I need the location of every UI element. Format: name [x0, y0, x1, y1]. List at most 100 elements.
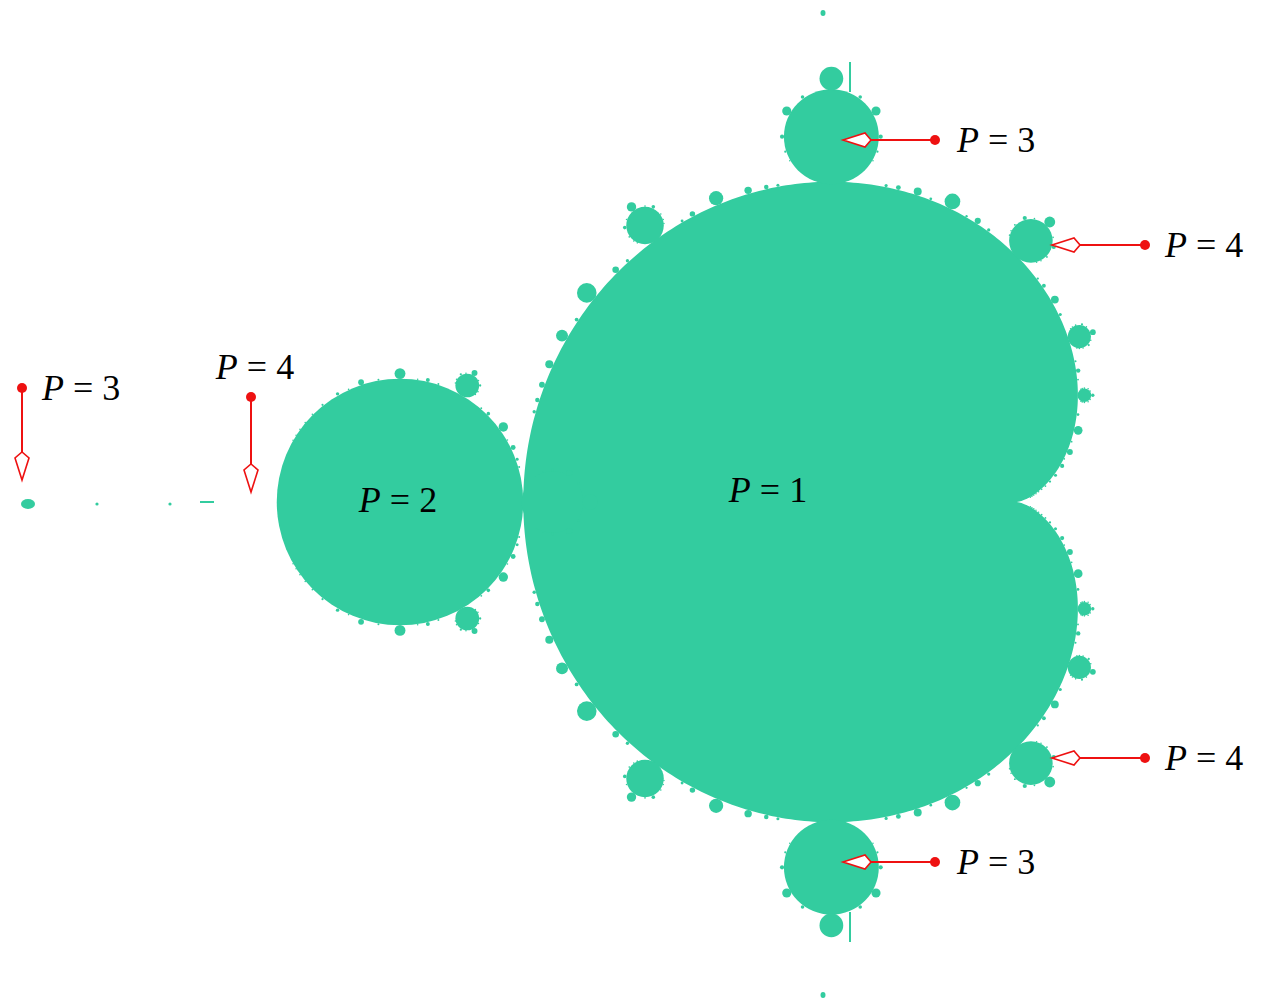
bulb: [879, 135, 883, 139]
bulb: [1070, 328, 1072, 330]
bulb: [965, 215, 967, 217]
bulb: [539, 616, 545, 622]
bulb: [1086, 676, 1088, 678]
bulb: [478, 380, 480, 382]
bulb: [1054, 474, 1057, 477]
bulb: [1060, 464, 1064, 468]
bulb: [663, 223, 665, 225]
bulb: [1079, 655, 1081, 657]
bulb: [1030, 496, 1032, 498]
bulb: [295, 434, 297, 436]
bulb: [1036, 261, 1038, 263]
bulb: [780, 135, 784, 139]
bulb: [583, 494, 598, 509]
bulb: [487, 589, 491, 593]
bulb: [542, 471, 544, 473]
bulb: [1080, 614, 1082, 616]
bulb: [1076, 347, 1078, 349]
pointer-line: [871, 861, 935, 863]
bulb: [1091, 394, 1094, 397]
pointer-dot: [1140, 753, 1150, 763]
pointer-arrow: [843, 855, 940, 869]
bulb: [479, 384, 481, 386]
bulb: [472, 628, 478, 634]
bulb: [1060, 536, 1064, 540]
bulb: [896, 185, 901, 190]
bulb: [1088, 658, 1090, 660]
bulb: [801, 905, 805, 909]
bulb: [1089, 399, 1091, 401]
bulb: [575, 683, 579, 687]
bulb: [533, 591, 536, 594]
bulb: [858, 95, 862, 99]
bulb: [577, 701, 597, 721]
bulb: [784, 151, 786, 153]
pointer-dot: [17, 383, 27, 393]
bulb: [876, 151, 878, 153]
bulb: [1078, 602, 1092, 616]
bulb: [518, 466, 520, 468]
bulb: [518, 536, 520, 538]
bulb: [1074, 360, 1076, 362]
bulb: [1051, 701, 1059, 709]
bulb: [784, 851, 786, 853]
bulb: [628, 766, 630, 768]
bulb: [1076, 368, 1080, 372]
bulb: [507, 563, 509, 565]
bulb: [636, 760, 638, 762]
bulb: [299, 574, 301, 576]
bulb: [626, 784, 628, 786]
bulb: [1052, 237, 1054, 239]
period-label: P = 4: [216, 349, 294, 385]
bulb: [1067, 549, 1073, 555]
bulb: [477, 391, 479, 393]
bulb: [539, 382, 545, 388]
bulb: [1091, 607, 1094, 610]
bulb: [1075, 324, 1077, 326]
bulb: [744, 187, 751, 194]
bulb: [426, 378, 430, 382]
bulb: [1038, 511, 1040, 513]
period-label: P = 4: [1165, 740, 1243, 776]
bulb: [1034, 218, 1036, 220]
bulb: [1084, 601, 1086, 603]
period-label: P = 3: [957, 844, 1035, 880]
bulb: [896, 814, 901, 819]
bulb: [633, 240, 635, 242]
bulb: [987, 228, 990, 231]
bulb: [551, 533, 554, 536]
bulb: [789, 160, 791, 162]
bulb: [1076, 655, 1078, 657]
bulb: [1082, 347, 1084, 349]
pointer-arrow: [1052, 238, 1150, 252]
bulb: [1041, 489, 1043, 491]
bulb: [516, 543, 519, 546]
bulb: [1077, 379, 1079, 381]
bulb: [681, 782, 684, 785]
bulb: [627, 202, 636, 211]
bulb: [1081, 679, 1083, 681]
period-label: P = 3: [42, 370, 120, 406]
bulb: [1086, 326, 1088, 328]
bulb: [1059, 688, 1062, 691]
bulb: [460, 629, 462, 631]
bulb: [776, 184, 779, 187]
bulb: [1074, 426, 1083, 435]
bulb: [1089, 612, 1091, 614]
bulb: [652, 795, 656, 799]
bulb: [626, 742, 629, 745]
mini-component: [21, 499, 35, 509]
bulb: [1041, 514, 1043, 516]
bulb: [1037, 724, 1039, 726]
bulb: [612, 266, 619, 273]
bulb: [475, 394, 477, 396]
pointer-line: [1080, 244, 1145, 246]
bulb: [660, 789, 662, 791]
bulb: [1088, 344, 1090, 346]
bulb: [522, 471, 584, 533]
bulb: [1036, 741, 1038, 743]
bulb: [1045, 485, 1047, 487]
bulb: [1031, 507, 1033, 509]
bulb: [1077, 588, 1080, 591]
bulb: [709, 799, 723, 813]
